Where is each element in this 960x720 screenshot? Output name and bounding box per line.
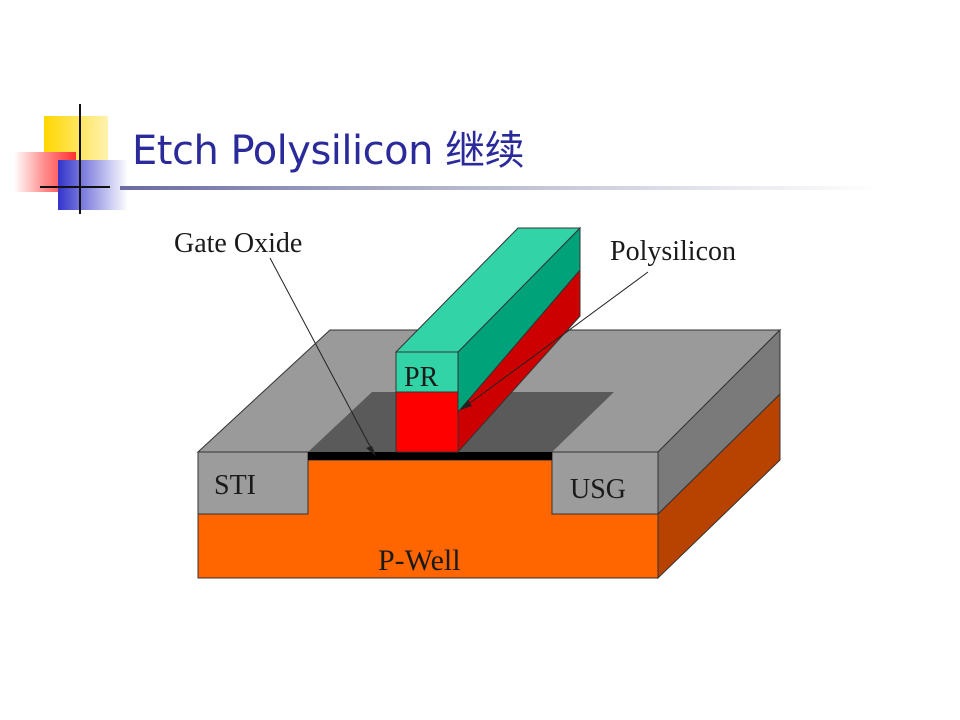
photoresist-front: [395, 351, 459, 393]
slide-title: Etch Polysilicon 继续: [132, 128, 525, 174]
logo-blue-square: [58, 160, 128, 210]
polysilicon-leader: [465, 271, 649, 407]
gate-oxide-layer: [308, 452, 552, 460]
polysilicon-label: Polysilicon: [610, 236, 736, 267]
sti-label: STI: [214, 470, 256, 501]
polysilicon-arrowhead: [460, 400, 472, 410]
gate-oxide-label: Gate Oxide: [174, 228, 302, 259]
usg-block: [551, 451, 659, 515]
pr-label: PR: [404, 362, 439, 393]
sti-block: [197, 451, 309, 515]
title-underline: [120, 186, 880, 190]
gate-oxide-arrowhead: [366, 446, 376, 456]
gate-oxide-leader: [269, 257, 373, 451]
polysilicon-front: [395, 391, 459, 453]
p-well-label: P-Well: [378, 544, 461, 577]
usg-label: USG: [570, 474, 626, 505]
slide-logo: [14, 104, 128, 214]
